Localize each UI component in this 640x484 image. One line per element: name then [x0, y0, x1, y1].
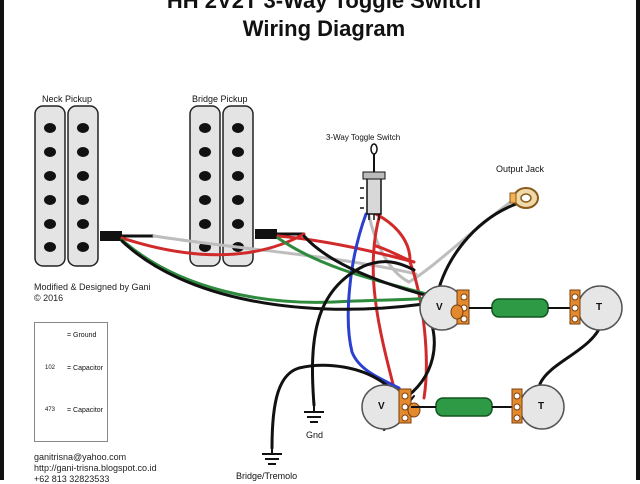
volume-lower-label: V: [378, 401, 385, 412]
volume-upper-label: V: [436, 302, 443, 313]
contact-website: http://gani-trisna.blogspot.co.id: [34, 463, 157, 473]
credit-line-2: © 2016: [34, 293, 64, 303]
volume-pot-upper: [419, 285, 470, 331]
green-capacitor-lower: [435, 397, 493, 417]
output-jack-label: Output Jack: [496, 164, 545, 174]
ground-symbols: [262, 411, 324, 465]
toggle-switch-label: 3-Way Toggle Switch: [326, 133, 401, 142]
diagram-title: HH 2V2T 3-Way Toggle Switch: [166, 0, 482, 13]
contact-email: ganitrisna@yahoo.com: [34, 452, 127, 462]
tone-upper-label: T: [596, 302, 603, 313]
diagram-canvas: [34, 105, 623, 465]
legend-capacitor-b-value: 473: [44, 407, 55, 413]
gnd-label: Gnd: [306, 430, 324, 440]
neck-pickup: [34, 105, 154, 267]
volume-pot-lower: [361, 384, 421, 430]
bridge-pickup-label: Bridge Pickup: [192, 94, 248, 104]
legend-capacitor-b-text: = Capacitor: [67, 407, 103, 414]
green-capacitor-upper: [491, 298, 549, 318]
contact-phone: +62 813 32823533: [34, 474, 110, 484]
legend-capacitor-a-value: 102: [44, 365, 55, 371]
legend-box: = Ground = Capacitor 102 = Capacitor 473: [34, 322, 108, 442]
toggle-switch: [360, 143, 386, 220]
bridge-tremolo-label: Bridge/Tremolo: [236, 471, 298, 481]
tone-pot-upper: [569, 285, 623, 331]
tone-lower-label: T: [538, 401, 545, 412]
neck-pickup-label: Neck Pickup: [42, 94, 93, 104]
diagram-subtitle: Wiring Diagram: [242, 16, 406, 41]
bridge-pickup: [189, 105, 304, 267]
output-jack: [509, 187, 539, 209]
tone-pot-lower: [511, 384, 565, 430]
credit-line-1: Modified & Designed by Gani: [34, 282, 151, 292]
legend-capacitor-a-text: = Capacitor: [67, 365, 103, 372]
legend-ground-text: = Ground: [67, 332, 97, 339]
